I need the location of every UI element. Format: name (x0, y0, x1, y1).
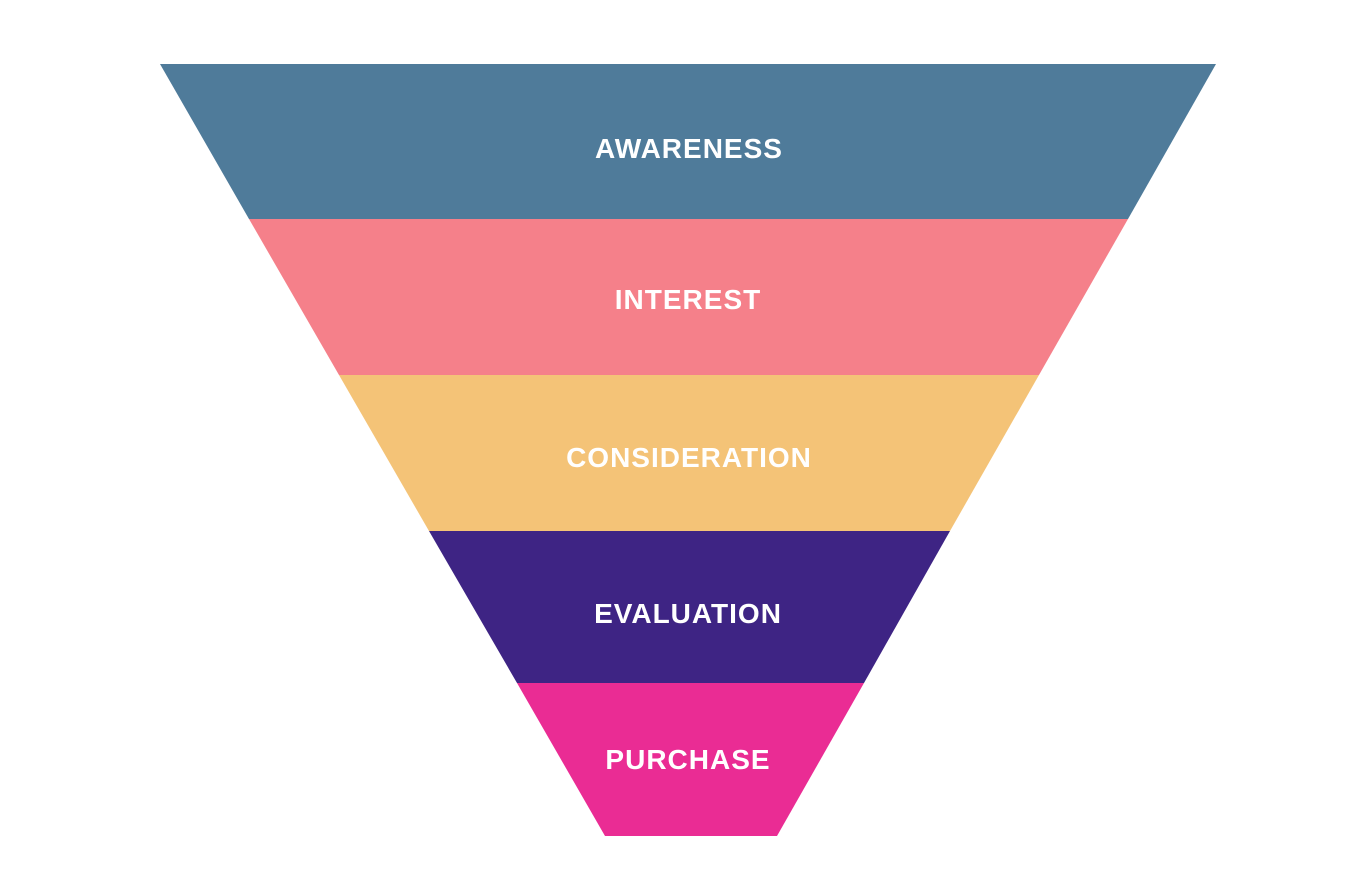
funnel-stage-label-awareness: AWARENESS (595, 133, 783, 164)
funnel-stage-label-evaluation: EVALUATION (594, 598, 782, 629)
funnel-stage-awareness (160, 64, 1216, 219)
funnel-stage-label-interest: INTEREST (615, 284, 761, 315)
funnel-stage-label-purchase: PURCHASE (605, 744, 770, 775)
funnel-stage-label-consideration: CONSIDERATION (566, 442, 812, 473)
funnel-stage-evaluation (429, 531, 950, 683)
funnel-stage-purchase (517, 683, 864, 836)
funnel-stage-interest (249, 219, 1128, 375)
funnel-stage-consideration (339, 375, 1039, 531)
